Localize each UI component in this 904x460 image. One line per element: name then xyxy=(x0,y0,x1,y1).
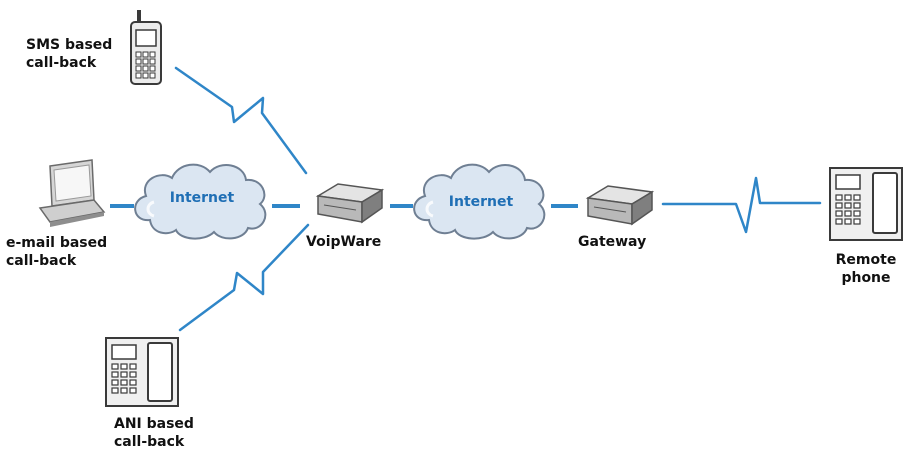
mobile-phone-icon xyxy=(130,10,162,85)
voipware-label: VoipWare xyxy=(306,234,382,250)
remote-phone-label: Remote phone xyxy=(830,251,902,287)
server-box-icon xyxy=(315,183,385,224)
email-callback-label-line2: call-back xyxy=(6,253,77,269)
remote-wireless-link xyxy=(661,176,822,234)
laptop-icon xyxy=(38,159,106,227)
ani-callback-label: ANI based call-back xyxy=(114,415,194,451)
ani-callback-label-line1: ANI based xyxy=(114,416,194,432)
remote-phone-label-line2: phone xyxy=(841,270,891,286)
sms-callback-label: SMS based call-back xyxy=(26,36,112,72)
internet-cloud-right-label: Internet xyxy=(449,194,514,210)
internet-cloud-right xyxy=(413,163,546,240)
email-callback-label-line1: e-mail based xyxy=(6,235,108,251)
internet-cloud-left-label: Internet xyxy=(170,190,235,206)
ani-wireless-link xyxy=(178,223,310,332)
gateway-label: Gateway xyxy=(578,234,647,250)
sms-callback-label-line1: SMS based xyxy=(26,37,113,53)
gateway-box-icon xyxy=(585,185,655,226)
ani-callback-label-line2: call-back xyxy=(114,434,185,450)
desk-phone-icon-remote xyxy=(829,167,903,241)
internet-cloud-left xyxy=(134,163,267,240)
sms-wireless-link xyxy=(174,66,308,175)
sms-callback-label-line2: call-back xyxy=(26,55,97,71)
remote-phone-label-line1: Remote xyxy=(835,252,897,268)
desk-phone-icon-ani xyxy=(105,337,179,407)
email-callback-label: e-mail based call-back xyxy=(6,234,107,270)
